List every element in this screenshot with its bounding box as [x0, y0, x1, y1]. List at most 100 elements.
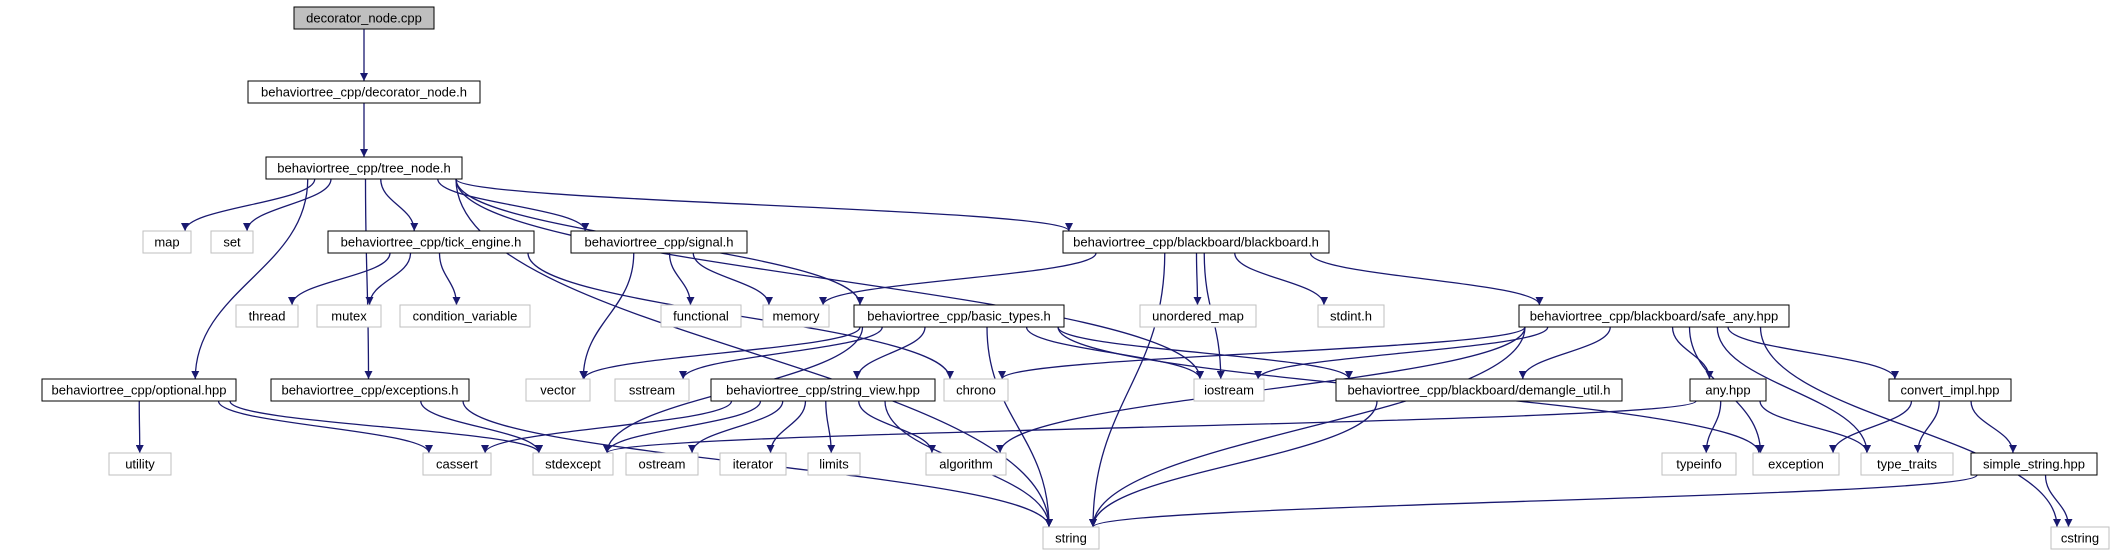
node-label: any.hpp	[1705, 383, 1750, 398]
node-box	[1860, 452, 1954, 476]
node-label: memory	[773, 309, 820, 324]
edge-blackboard_h-to-unordered_map	[1193, 252, 1202, 306]
edge-tick_engine_h-to-condition_variable	[438, 252, 461, 306]
node-box	[710, 378, 936, 402]
node-label: sstream	[629, 383, 675, 398]
edge-string_view_hpp-to-ostream	[688, 400, 784, 454]
node-memory: memory	[762, 304, 830, 328]
node-label: behaviortree_cpp/blackboard/demangle_uti…	[1347, 383, 1610, 398]
node-label: vector	[540, 383, 576, 398]
edge-safe_any_hpp-to-string	[1089, 326, 1526, 528]
edge-optional_hpp-to-stdexcept	[229, 400, 543, 454]
node-box	[807, 452, 861, 476]
node-limits: limits	[807, 452, 861, 476]
node-box	[925, 452, 1007, 476]
node-exceptions-h[interactable]: behaviortree_cpp/exceptions.h	[270, 378, 470, 402]
edge-tree_node_h-to-set	[243, 178, 332, 232]
node-label: thread	[249, 309, 286, 324]
node-signal-h[interactable]: behaviortree_cpp/signal.h	[570, 230, 748, 254]
edge-tree_node_h-to-tick_engine_h	[380, 178, 419, 232]
node-box	[270, 378, 470, 402]
node-box	[41, 378, 237, 402]
node-tick-engine-h[interactable]: behaviortree_cpp/tick_engine.h	[327, 230, 535, 254]
edge-any_hpp-to-type_traits	[1759, 400, 1871, 454]
node-utility: utility	[108, 452, 172, 476]
node-box	[525, 378, 591, 402]
node-box	[142, 230, 192, 254]
node-label: string	[1055, 531, 1087, 546]
edge-tree_node_h-to-map	[181, 178, 316, 232]
node-box	[1689, 378, 1767, 402]
node-label: set	[223, 235, 241, 250]
node-box	[1062, 230, 1330, 254]
node-box	[316, 304, 382, 328]
node-box	[265, 156, 463, 180]
edge-any_hpp-to-stdexcept	[603, 400, 1697, 454]
node-blackboard-h[interactable]: behaviortree_cpp/blackboard/blackboard.h	[1062, 230, 1330, 254]
node-ostream: ostream	[625, 452, 699, 476]
node-map: map	[142, 230, 192, 254]
node-decorator-node-cpp[interactable]: decorator_node.cpp	[293, 6, 435, 30]
node-box	[532, 452, 614, 476]
node-tree-node-h[interactable]: behaviortree_cpp/tree_node.h	[265, 156, 463, 180]
node-label: unordered_map	[1152, 309, 1244, 324]
node-stdint-h: stdint.h	[1317, 304, 1385, 328]
node-label: mutex	[331, 309, 367, 324]
node-typeinfo: typeinfo	[1661, 452, 1737, 476]
node-label: chrono	[956, 383, 996, 398]
edge-basic_types_h-to-string	[986, 326, 1053, 528]
node-safe-any-hpp[interactable]: behaviortree_cpp/blackboard/safe_any.hpp	[1518, 304, 1790, 328]
node-iterator: iterator	[719, 452, 787, 476]
node-box	[625, 452, 699, 476]
node-optional-hpp[interactable]: behaviortree_cpp/optional.hpp	[41, 378, 237, 402]
edge-safe_any_hpp-to-convert_impl_hpp	[1727, 326, 1899, 380]
node-any-hpp[interactable]: any.hpp	[1689, 378, 1767, 402]
node-algorithm: algorithm	[925, 452, 1007, 476]
edge-tree_node_h-to-exceptions_h	[364, 178, 373, 380]
edge-safe_any_hpp-to-cstring	[1759, 326, 2061, 528]
edge-basic_types_h-to-sstream	[679, 326, 883, 380]
edge-safe_any_hpp-to-demangle_util_h	[1518, 326, 1611, 380]
node-convert-impl-hpp[interactable]: convert_impl.hpp	[1888, 378, 2012, 402]
node-decorator-node-h[interactable]: behaviortree_cpp/decorator_node.h	[247, 80, 481, 104]
node-simple-string-hpp[interactable]: simple_string.hpp	[1970, 452, 2098, 476]
node-string-view-hpp[interactable]: behaviortree_cpp/string_view.hpp	[710, 378, 936, 402]
node-label: behaviortree_cpp/blackboard/blackboard.h	[1073, 235, 1319, 250]
edge-signal_h-to-functional	[668, 252, 695, 306]
node-box	[570, 230, 748, 254]
node-box	[1970, 452, 2098, 476]
edge-optional_hpp-to-cassert	[217, 400, 433, 454]
node-box	[1317, 304, 1385, 328]
edge-blackboard_h-to-stdint_h	[1234, 252, 1328, 306]
node-box	[422, 452, 492, 476]
node-box	[1518, 304, 1790, 328]
node-label: iostream	[1204, 383, 1254, 398]
node-basic-types-h[interactable]: behaviortree_cpp/basic_types.h	[853, 304, 1065, 328]
node-mutex: mutex	[316, 304, 382, 328]
node-label: behaviortree_cpp/decorator_node.h	[261, 85, 467, 100]
node-set: set	[210, 230, 254, 254]
node-functional: functional	[660, 304, 742, 328]
edge-any_hpp-to-typeinfo	[1702, 400, 1722, 454]
edge-convert_impl_hpp-to-type_traits	[1913, 400, 1940, 454]
node-label: ostream	[639, 457, 686, 472]
node-box	[108, 452, 172, 476]
edge-signal_h-to-vector	[579, 252, 635, 380]
node-box	[660, 304, 742, 328]
node-label: typeinfo	[1676, 457, 1722, 472]
node-box	[1042, 526, 1100, 550]
node-type-traits: type_traits	[1860, 452, 1954, 476]
edge-basic_types_h-to-vector	[580, 326, 861, 380]
node-label: type_traits	[1877, 457, 1937, 472]
node-box	[1335, 378, 1623, 402]
node-box	[853, 304, 1065, 328]
node-string: string	[1042, 526, 1100, 550]
node-box	[2050, 526, 2110, 550]
node-label: behaviortree_cpp/basic_types.h	[867, 309, 1051, 324]
node-box	[614, 378, 690, 402]
node-demangle-util-h[interactable]: behaviortree_cpp/blackboard/demangle_uti…	[1335, 378, 1623, 402]
edge-string_view_hpp-to-cassert	[481, 400, 733, 454]
edge-string_view_hpp-to-iterator	[766, 400, 807, 454]
edge-tree_node_h-to-iostream	[455, 178, 1204, 380]
